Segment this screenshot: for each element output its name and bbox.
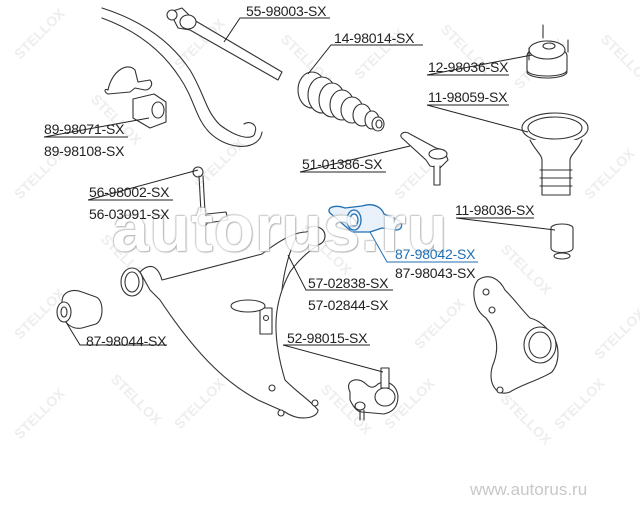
svg-text:STELLOX: STELLOX	[11, 5, 68, 62]
part-label-ball-joint[interactable]: 52-98015-SX	[287, 330, 368, 346]
svg-text:STELLOX: STELLOX	[551, 375, 608, 432]
part-label-control-arm-1[interactable]: 57-02838-SX	[308, 275, 389, 291]
rear-bushing-highlighted	[328, 204, 403, 233]
part-label-bump-stop[interactable]: 11-98036-SX	[455, 202, 535, 218]
part-label-stabilizer-bushing-1[interactable]: 89-98071-SX	[44, 121, 125, 137]
part-label-rear-bushing-1[interactable]: 87-98042-SX	[395, 246, 476, 262]
part-label-steering-boot[interactable]: 14-98014-SX	[334, 30, 415, 46]
stabilizer-bar	[101, 7, 257, 138]
control-arm-shape	[120, 225, 326, 419]
ball-joint-shape	[348, 367, 399, 421]
steering-knuckle-shape	[473, 276, 559, 394]
part-label-strut-mount[interactable]: 12-98036-SX	[428, 59, 509, 75]
inner-tie-rod	[169, 7, 283, 81]
part-label-stabilizer-bushing-2[interactable]: 89-98108-SX	[44, 143, 125, 159]
svg-text:STELLOX: STELLOX	[498, 391, 555, 448]
svg-text:STELLOX: STELLOX	[581, 145, 638, 202]
stabilizer-link-shape	[192, 166, 229, 227]
part-label-dust-boot[interactable]: 11-98059-SX	[428, 89, 508, 105]
leader-lines	[43, 17, 556, 373]
part-label-stabilizer-link-1[interactable]: 56-98002-SX	[89, 184, 170, 200]
svg-text:STELLOX: STELLOX	[171, 375, 228, 432]
svg-text:STELLOX: STELLOX	[591, 305, 640, 362]
outer-tie-rod-end-shape	[400, 131, 449, 186]
strut-mount-shape	[526, 24, 569, 79]
part-label-outer-tie-rod-end[interactable]: 51-01386-SX	[302, 156, 383, 172]
svg-text:STELLOX: STELLOX	[11, 385, 68, 442]
svg-text:STELLOX: STELLOX	[598, 31, 640, 88]
svg-text:STELLOX: STELLOX	[411, 295, 468, 352]
part-label-inner-tie-rod[interactable]: 55-98003-SX	[246, 3, 327, 19]
bump-stop-shape	[550, 223, 574, 260]
part-label-front-bushing[interactable]: 87-98044-SX	[86, 333, 167, 349]
footer-url: www.autorus.ru	[470, 480, 588, 499]
front-bushing-shape	[56, 289, 103, 329]
part-label-control-arm-2[interactable]: 57-02844-SX	[308, 297, 389, 313]
dust-boot-shape	[521, 112, 589, 196]
part-label-stabilizer-link-2[interactable]: 56-03091-SX	[89, 206, 170, 222]
part-label-rear-bushing-2[interactable]: 87-98043-SX	[395, 265, 476, 281]
svg-text:STELLOX: STELLOX	[108, 371, 165, 428]
steering-boot-shape	[297, 71, 385, 132]
stabilizer-bracket	[104, 66, 153, 95]
svg-text:STELLOX: STELLOX	[498, 241, 555, 298]
